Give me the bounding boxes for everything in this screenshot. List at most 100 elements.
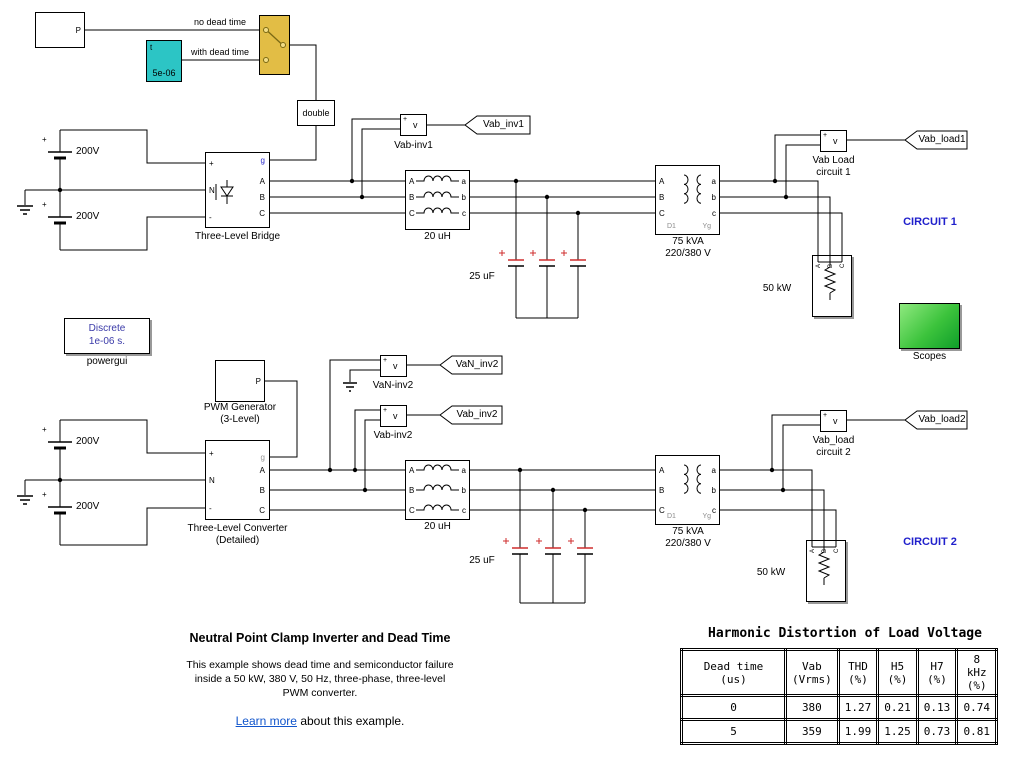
header-line: Dead time (us) [703,659,764,686]
three-level-bridge-block[interactable]: + N - g A B C [205,152,270,228]
ind2-port-a: a [461,466,466,475]
pwm-port-P: P [255,377,261,386]
cap-bank2-label: 25 uF [469,555,495,566]
vab-load2-label-line2: circuit 2 [816,447,851,458]
tr1-port-B: B [659,193,665,202]
ind2-port-c: c [462,506,466,515]
goto-tag-vab-inv2[interactable]: Vab_inv2 [456,409,498,420]
table-row: 5 359 1.99 1.25 0.73 0.81 [680,718,999,745]
powergui-line2: 1e-06 s. [88,336,126,347]
bridge-port-N: N [209,186,215,195]
tr2-winding-D1: D1 [667,513,676,520]
meter-v-icon: v [833,416,838,426]
powergui-label: powergui [86,356,128,367]
learn-more-link[interactable]: Learn more [235,714,297,728]
tr2-port-C: C [659,506,665,515]
ind1-port-a: a [461,177,466,186]
conv-port-g: g [260,453,265,462]
table-header-cell: 8 kHz(%) [955,648,999,697]
meter-v-icon: v [413,120,418,130]
with-dead-time-label: with dead time [190,47,250,57]
header-line: (%) [966,679,987,692]
three-level-converter-block[interactable]: + N - g A B C [205,440,270,520]
load2-port-A: A [810,548,816,553]
inductor2-label: 20 uH [424,521,451,532]
vab-inv2-meter-block[interactable]: + v [380,405,407,427]
header-line: (Vrms) [792,672,832,686]
battery1-plus-sign: + [42,135,47,144]
tr1-port-A: A [659,177,665,186]
battery2-label: 200V [76,211,100,222]
table-header-row: Dead time (us) Vab(Vrms) THD(%) H5(%) H7… [680,648,999,697]
vab-inv1-label: Vab-inv1 [394,140,433,151]
table-cell: 0 [680,694,787,721]
ind2-port-B: B [409,486,415,495]
table-cell: 0.74 [955,694,999,721]
learn-more-rest: about this example. [296,714,405,728]
scopes-subsystem-block[interactable] [899,303,960,349]
table-header-cell: THD(%) [836,648,880,697]
table-header-cell: Dead time (us) [680,648,787,697]
table-title: Harmonic Distortion of Load Voltage [708,626,982,641]
table-cell: 5 [680,718,787,745]
vab-load1-label-line1: Vab Load [812,155,855,166]
meter-v-icon: v [393,411,398,421]
battery3-plus-sign: + [42,425,47,434]
goto-tag-van-inv2[interactable]: VaN_inv2 [455,359,499,370]
double-label: double [302,108,330,118]
ind1-port-b: b [461,193,466,202]
header-line: (%) [848,672,868,686]
goto-tag-vab-load2[interactable]: Vab_load2 [918,414,966,425]
powergui-block[interactable]: Discrete 1e-06 s. [64,318,150,354]
table-cell: 0.81 [955,718,999,745]
ind2-port-b: b [461,486,466,495]
tr1-winding-Yg: Yg [702,223,711,230]
tr2-port-B: B [659,486,665,495]
pulse-subsystem-block[interactable]: P [35,12,85,48]
vab-inv1-meter-block[interactable]: + v [400,114,427,136]
inductor-block-1[interactable]: A B C a b c [405,170,470,230]
converter-label-line2: (Detailed) [215,535,260,546]
dead-time-timer-block[interactable]: t 5e-06 [146,40,182,82]
transformer2-rating: 75 kVA [672,526,704,537]
load-block-1[interactable]: A B C [812,255,852,317]
transformer-block-1[interactable]: A B C a b c D1 Yg [655,165,720,235]
vab-load2-meter-block[interactable]: + v [820,410,847,432]
pwm-label-line2: (3-Level) [220,414,260,425]
tr2-winding-Yg: Yg [702,513,711,520]
vab-load1-meter-block[interactable]: + v [820,130,847,152]
ind1-port-A: A [409,177,415,186]
ind2-port-C: C [409,506,415,515]
manual-switch-block[interactable] [259,15,290,75]
powergui-line1: Discrete [88,323,126,334]
tr2-port-a: a [711,466,716,475]
table-cell: 380 [784,694,840,721]
vab-inv2-label: Vab-inv2 [373,430,413,441]
annotation-line3: PWM converter. [282,687,358,699]
annotation-title: Neutral Point Clamp Inverter and Dead Ti… [189,631,451,645]
transformer-block-2[interactable]: A B C a b c D1 Yg [655,455,720,525]
pwm-generator-block[interactable]: P [215,360,265,402]
battery4-plus-sign: + [42,490,47,499]
load-block-2[interactable]: A B C [806,540,846,602]
conv-port-minus: - [209,504,212,513]
goto-tag-vab-inv1[interactable]: Vab_inv1 [483,119,524,130]
header-line: THD [848,659,868,673]
transformer1-voltage: 220/380 V [665,248,711,259]
goto-tag-vab-load1[interactable]: Vab_load1 [918,134,966,145]
converter-label-line1: Three-Level Converter [187,523,288,534]
table-cell: 359 [784,718,840,745]
ind1-port-B: B [409,193,415,202]
inductor-block-2[interactable]: A B C a b c [405,460,470,520]
double-cast-block[interactable]: double [297,100,335,126]
bridge-port-minus: - [209,213,212,222]
bridge-port-plus: + [209,159,214,168]
cap-bank1-label: 25 uF [469,271,495,282]
conv-port-N: N [209,476,215,485]
van-inv2-meter-block[interactable]: + v [380,355,407,377]
battery1-label: 200V [76,146,100,157]
table-header-cell: Vab(Vrms) [784,648,840,697]
meter-plus-sign: + [823,132,828,139]
capacitor-symbols [499,250,593,555]
